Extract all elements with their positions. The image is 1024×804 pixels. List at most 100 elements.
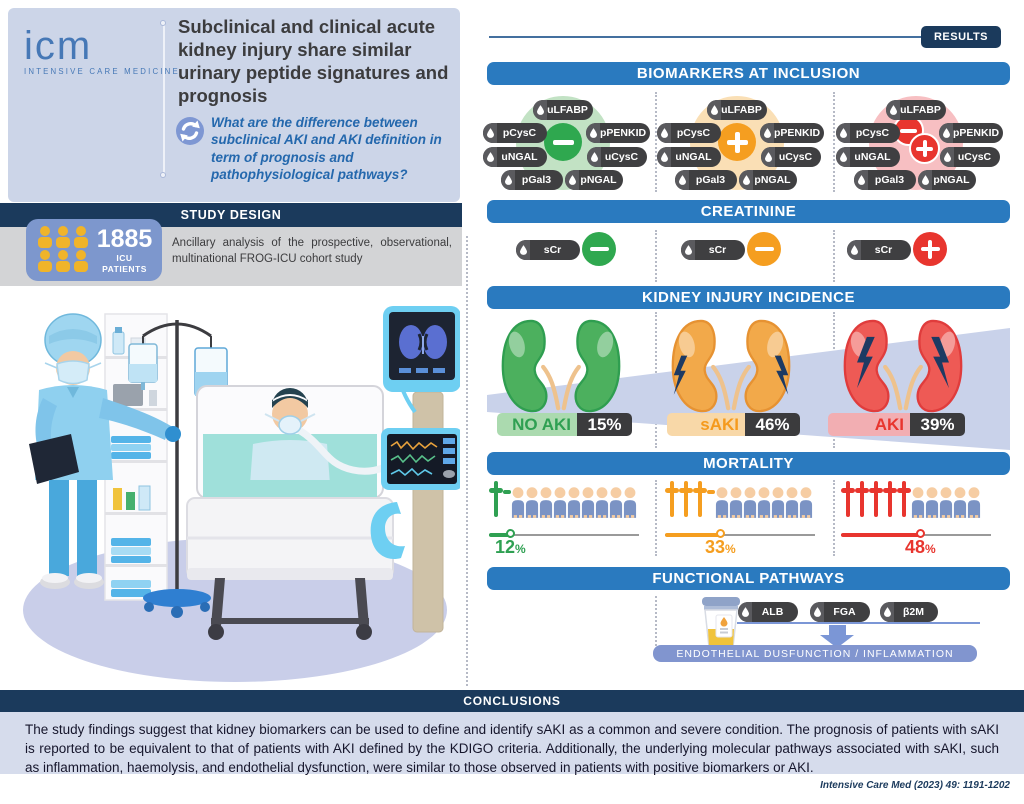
person-icon xyxy=(595,487,609,518)
droplet-icon xyxy=(587,147,601,167)
droplet-icon xyxy=(533,100,547,120)
minus-icon xyxy=(747,232,781,266)
cross-icon xyxy=(883,481,897,518)
biomarker-pill-pNGAL-label: pNGAL xyxy=(933,173,970,186)
person-icon xyxy=(939,487,953,518)
timeline-divider xyxy=(160,20,166,178)
mortality-percent: 48% xyxy=(905,538,936,556)
urine-cup-icon xyxy=(702,597,740,648)
biomarker-pill-uLFABP: uLFABP xyxy=(886,100,946,120)
kidney-group-label: NO AKI xyxy=(497,413,577,436)
droplet-icon xyxy=(707,100,721,120)
exchange-arrows-icon xyxy=(175,116,205,151)
pathways-underline xyxy=(737,622,980,624)
cross-icon xyxy=(693,481,707,518)
person-icon xyxy=(525,487,539,518)
minus-icon xyxy=(544,123,582,161)
mortality-scale-fill xyxy=(665,533,721,537)
results-badge: RESULTS xyxy=(921,26,1001,48)
iv-pole xyxy=(128,320,228,618)
person-icon xyxy=(743,487,757,518)
biomarker-pill-pGal3-label: pGal3 xyxy=(874,173,905,186)
study-description: Ancillary analysis of the prospective, o… xyxy=(172,237,452,265)
column-divider xyxy=(655,230,657,282)
person-icon xyxy=(511,487,525,518)
kidney-group-label: sAKI xyxy=(667,413,745,436)
biomarker-pill-pPENKID-label: pPENKID xyxy=(600,126,647,139)
mortality-percent-symbol: % xyxy=(925,542,936,556)
plus-icon xyxy=(718,123,756,161)
plus-icon xyxy=(909,133,940,164)
mortality-icon-row xyxy=(489,478,645,518)
person-icon xyxy=(729,487,743,518)
biomarker-pill-pCysC: pCysC xyxy=(483,123,547,143)
biomarker-pill-uLFABP: uLFABP xyxy=(707,100,767,120)
journal-citation: Intensive Care Med (2023) 49: 1191-1202 xyxy=(820,780,1010,791)
creatinine-pill-sCr-label: sCr xyxy=(708,243,727,256)
cross-icon xyxy=(841,481,855,518)
biomarker-pill-pCysC-label: pCysC xyxy=(855,126,890,139)
research-question: What are the difference between subclini… xyxy=(211,115,442,182)
biomarker-pill-pNGAL: pNGAL xyxy=(739,170,797,190)
person-icon xyxy=(553,487,567,518)
section-header-biomarkers: BIOMARKERS AT INCLUSION xyxy=(487,62,1010,85)
biomarker-pill-pNGAL: pNGAL xyxy=(918,170,976,190)
person-icon xyxy=(911,487,925,518)
timeline-dot-top xyxy=(160,20,166,26)
arrow-down-icon xyxy=(829,625,846,635)
biomarker-pill-pNGAL-label: pNGAL xyxy=(580,173,617,186)
icm-logo-subtitle: INTENSIVE CARE MEDICINE xyxy=(24,67,180,76)
icu-scene-illustration xyxy=(23,306,460,682)
biomarker-pill-uLFABP-label: uLFABP xyxy=(900,103,941,116)
biomarker-pill-uCysC: uCysC xyxy=(587,147,647,167)
biomarker-pill-pPENKID: pPENKID xyxy=(586,123,650,143)
person-icon xyxy=(967,487,981,518)
droplet-icon xyxy=(847,240,861,260)
droplet-icon xyxy=(675,170,689,190)
creatinine-pill-sCr: sCr xyxy=(681,240,745,260)
kidney-group-value: 46% xyxy=(745,413,800,436)
droplet-icon xyxy=(657,147,671,167)
person-icon xyxy=(715,487,729,518)
plus-icon xyxy=(913,232,947,266)
biomarker-pill-pGal3: pGal3 xyxy=(501,170,563,190)
hospital-bed xyxy=(186,385,416,640)
droplet-icon xyxy=(501,170,515,190)
biomarker-pill-uLFABP-label: uLFABP xyxy=(547,103,588,116)
creatinine-pill-sCr-label: sCr xyxy=(543,243,562,256)
mortality-icon-row xyxy=(665,478,821,518)
mortality-percent: 33% xyxy=(705,538,736,556)
mortality-percent-value: 12 xyxy=(495,537,516,557)
iv-bag-left xyxy=(128,343,158,390)
droplet-icon xyxy=(810,602,824,622)
kidney-group-label: AKI xyxy=(828,413,910,436)
biomarker-pill-uNGAL-label: uNGAL xyxy=(675,150,712,163)
pathway-pill-FGA-label: FGA xyxy=(833,605,856,618)
biomarker-pill-uNGAL: uNGAL xyxy=(836,147,900,167)
timeline-dot-bottom xyxy=(160,172,166,178)
biomarker-pill-pCysC: pCysC xyxy=(657,123,721,143)
mortality-percent-symbol: % xyxy=(515,542,526,556)
pathways-outcome-bar: ENDOTHELIAL DUSFUNCTION / INFLAMMATION xyxy=(653,645,977,662)
droplet-icon xyxy=(761,147,775,167)
mortality-percent-value: 33 xyxy=(705,537,726,557)
column-divider xyxy=(833,230,835,282)
person-icon xyxy=(539,487,553,518)
mortality-scale-marker xyxy=(916,529,925,538)
header-panel: icm INTENSIVE CARE MEDICINE Subclinical … xyxy=(8,8,460,202)
biomarker-pill-uNGAL: uNGAL xyxy=(657,147,721,167)
column-divider xyxy=(655,596,657,658)
biomarker-pill-pGal3: pGal3 xyxy=(675,170,737,190)
conclusions-header: CONCLUSIONS xyxy=(0,690,1024,712)
mortality-scale xyxy=(665,534,815,536)
kidney-group-value: 15% xyxy=(577,413,632,436)
droplet-icon xyxy=(738,602,752,622)
biomarker-pill-uCysC: uCysC xyxy=(940,147,1000,167)
biomarker-pill-pGal3-label: pGal3 xyxy=(695,173,726,186)
biomarker-pill-pCysC-label: pCysC xyxy=(502,126,537,139)
mortality-group: 12% xyxy=(489,478,645,560)
biomarker-pill-pCysC-label: pCysC xyxy=(676,126,711,139)
biomarker-pill-pPENKID-label: pPENKID xyxy=(953,126,1000,139)
cross-icon xyxy=(489,481,503,518)
person-icon xyxy=(799,487,813,518)
